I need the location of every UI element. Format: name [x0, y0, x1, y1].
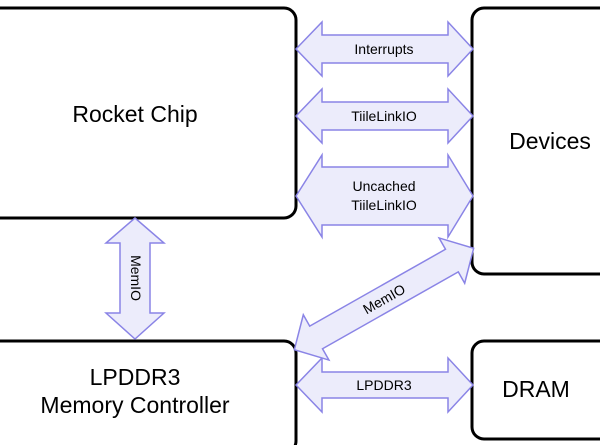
lpddr3-link-label: LPDDR3 [356, 377, 411, 393]
memio-vertical-label: MemIO [128, 255, 144, 301]
uncached-tilelink-io-double-arrow [295, 152, 474, 240]
memory-controller-block: LPDDR3 Memory Controller [0, 339, 298, 445]
uncached-label-line1: Uncached [352, 178, 415, 194]
uncached-label-line2: TiileLinkIO [351, 197, 417, 213]
tilelink-io-link: TiileLinkIO [294, 87, 475, 145]
memio-diagonal-double-arrow [293, 236, 475, 362]
memory-controller-label-line1: LPDDR3 [90, 364, 181, 390]
interrupts-double-arrow [294, 20, 475, 78]
lpddr3-double-arrow [294, 356, 475, 414]
memio-vertical-double-arrow [103, 217, 167, 341]
tilelink-io-double-arrow [294, 87, 475, 145]
memio-diagonal-link: MemIO [293, 236, 475, 362]
memory-controller-label-line2: Memory Controller [40, 392, 229, 418]
lpddr3-link: LPDDR3 [294, 356, 475, 414]
interrupts-label: Interrupts [354, 41, 413, 57]
rocket-chip-label: Rocket Chip [72, 101, 197, 127]
interrupts-link: Interrupts [294, 20, 475, 78]
dram-label: DRAM [502, 376, 570, 402]
devices-block: Devices [470, 6, 600, 276]
devices-label: Devices [509, 128, 591, 154]
rocket-chip-block: Rocket Chip [0, 6, 298, 220]
memio-vertical-link: MemIO [103, 217, 167, 341]
tilelink-io-label: TiileLinkIO [351, 108, 417, 124]
dram-block: DRAM [470, 339, 600, 441]
uncached-tilelink-io-link: Uncached TiileLinkIO [295, 152, 474, 240]
